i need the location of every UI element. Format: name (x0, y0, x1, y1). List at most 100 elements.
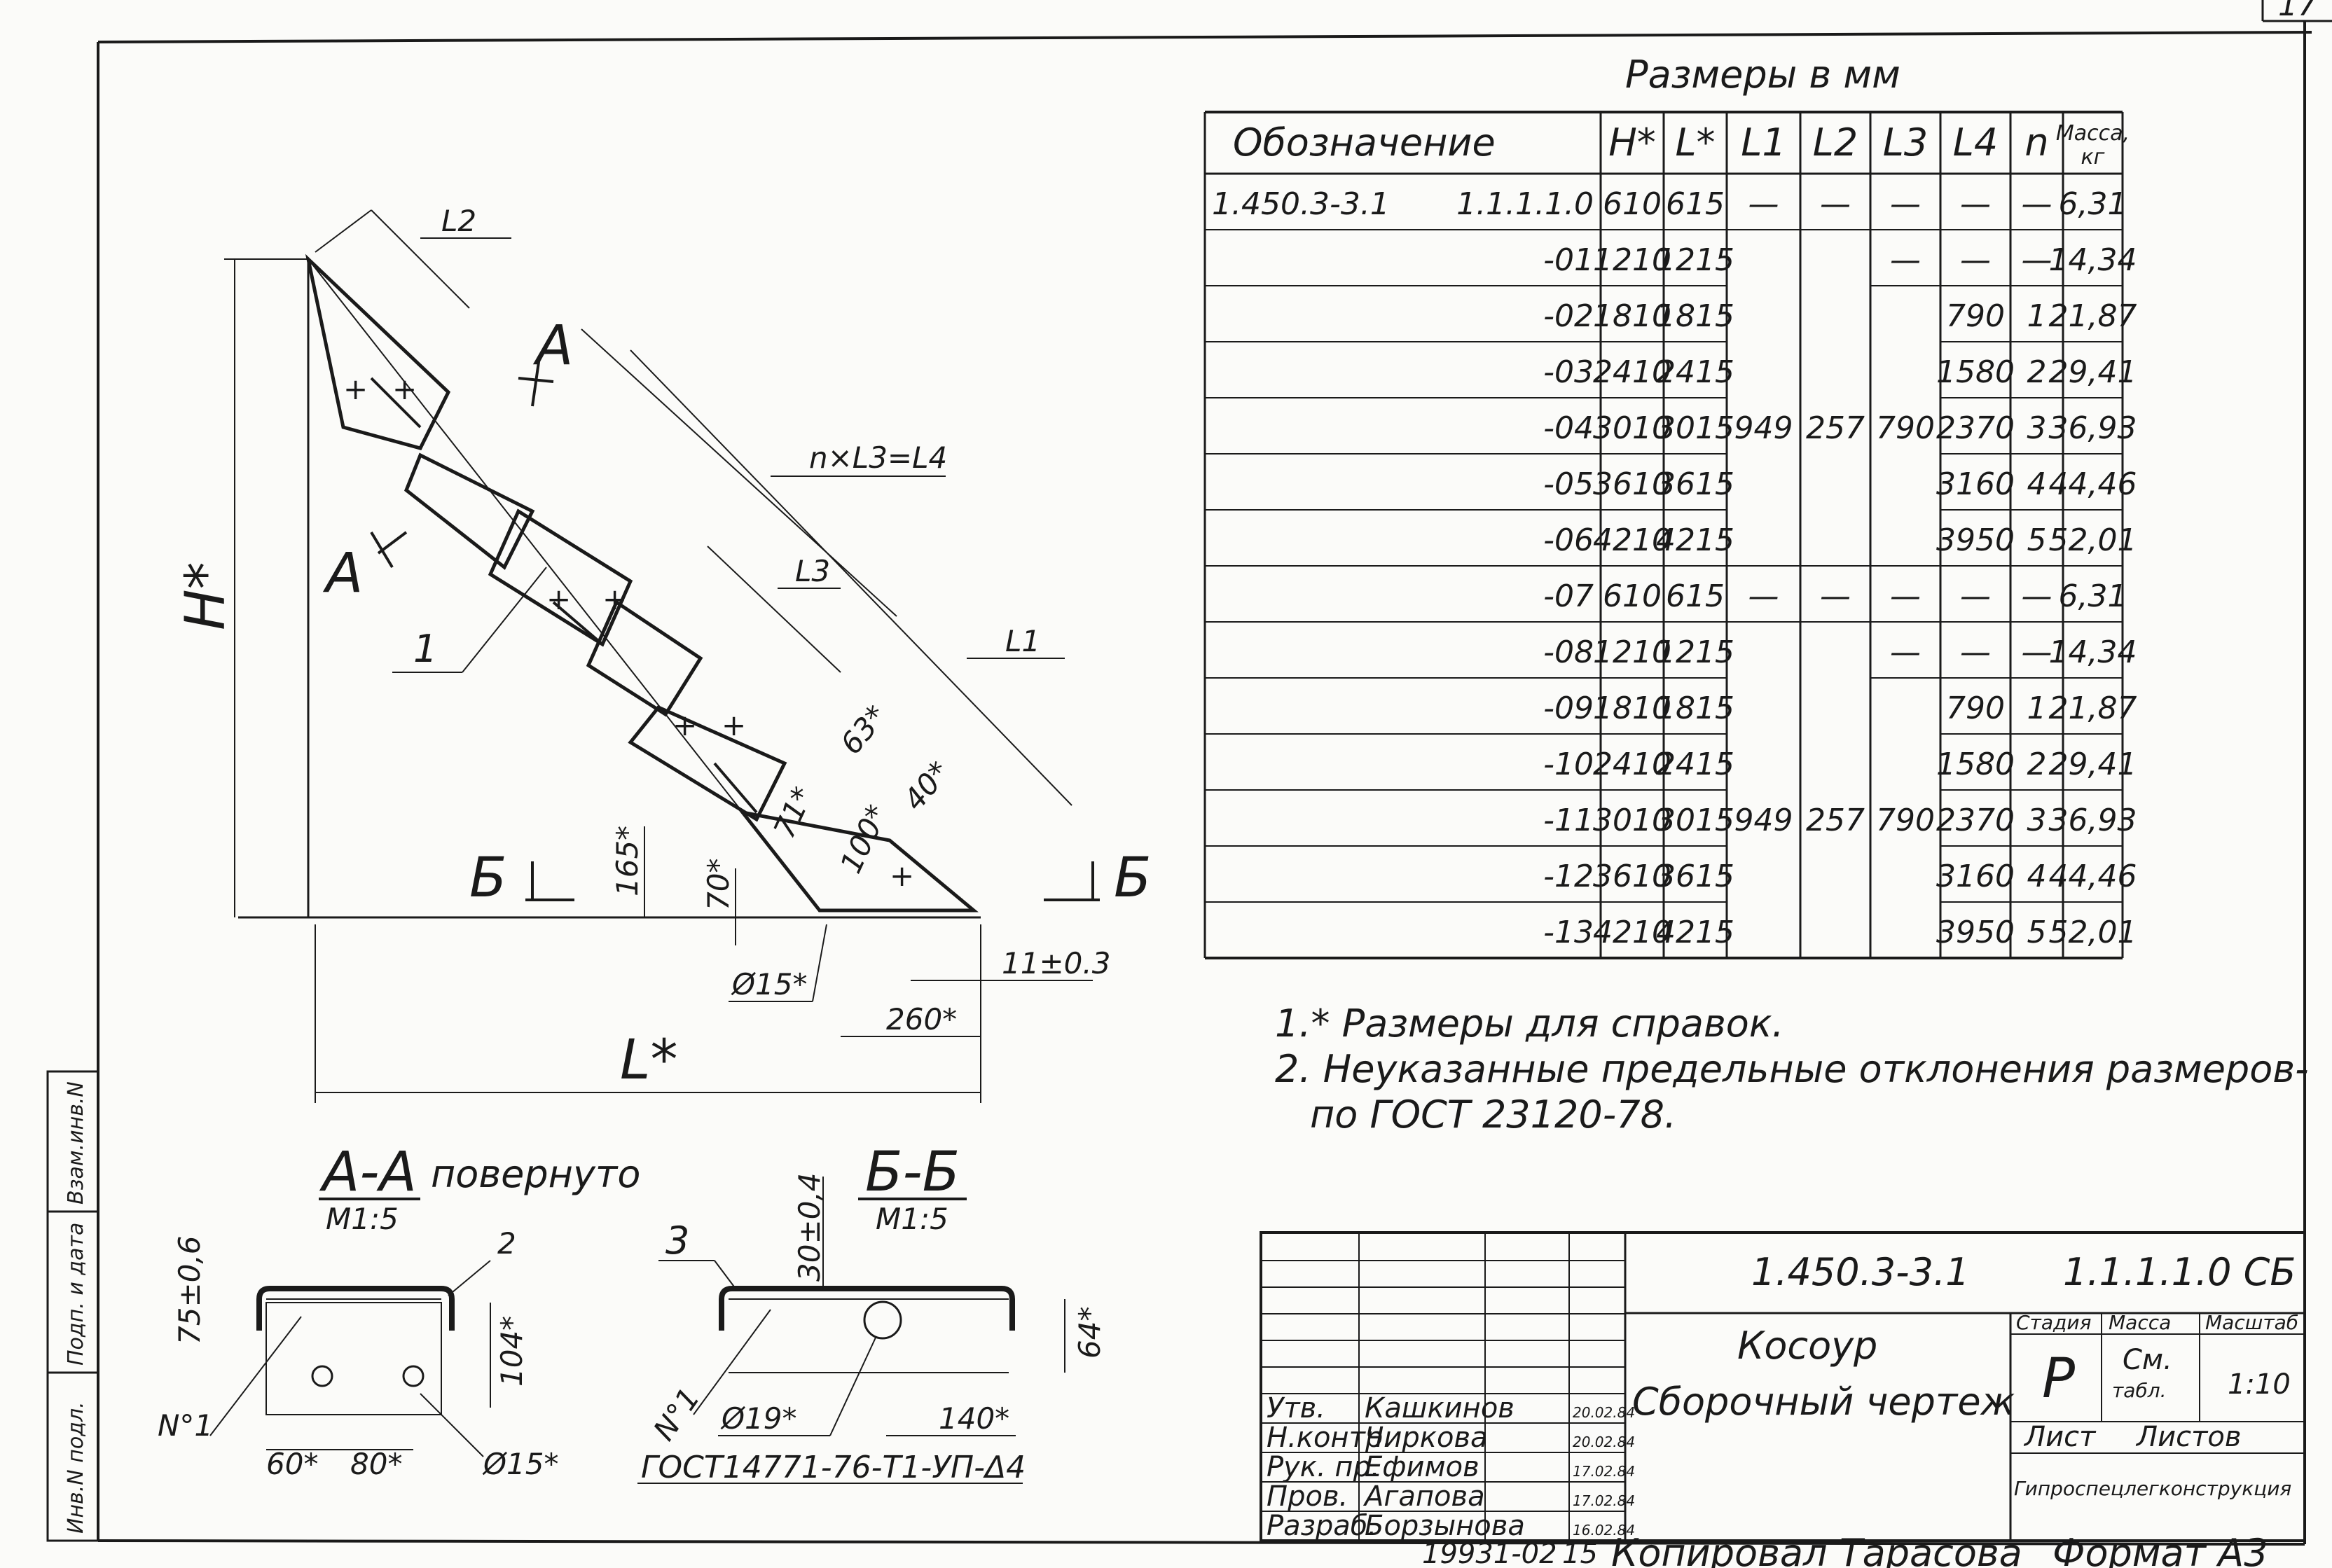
tb-role: Утв. (1267, 1392, 1325, 1424)
table-cell-mass: 29,41 (2049, 747, 2137, 782)
table-cell-mass: 21,87 (2049, 298, 2137, 334)
section-aa-80: 80* (350, 1447, 402, 1481)
table-cell-L1: 949 (1734, 803, 1793, 838)
tb-designation: 1.450.3-3.1 (1751, 1250, 1969, 1294)
table-cell-H: 1810 (1593, 298, 1671, 334)
section-bb-gost: ГОСТ14771-76-Т1-УП-Δ4 (641, 1450, 1026, 1485)
table-cell-n: 1 (2027, 691, 2047, 726)
table-cell-L4: — (1960, 242, 1991, 278)
table-cell-H: 2410 (1593, 354, 1671, 390)
table-cell-mass: 14,34 (2049, 634, 2137, 670)
tb-date: 20.02.84 (1573, 1404, 1635, 1421)
table-cell-suffix: -10 (1543, 747, 1594, 782)
section-aa: А-А М1:5 повернуто 2 75±0,6 104* N°1 60*… (158, 1141, 640, 1481)
tb-name: Кашкинов (1365, 1392, 1515, 1424)
sheet-number: 17 (2278, 0, 2317, 23)
section-B-mark-left: Б (469, 847, 507, 910)
table-cell-L: 615 (1666, 578, 1725, 614)
tb-mass-2: табл. (2112, 1379, 2167, 1402)
table-cell-L3: — (1890, 578, 1921, 614)
table-cell-L4: 790 (1946, 691, 2005, 726)
table-cell-mass: 44,46 (2049, 466, 2137, 502)
section-A-mark-bottom: А (322, 542, 363, 605)
stringer-treads (305, 254, 979, 913)
table-header-col: L2 (1813, 120, 1858, 165)
table-grid (1203, 111, 2124, 959)
dim-165: 165* (610, 826, 644, 896)
table-cell-suffix: 1.1.1.1.0 (1456, 186, 1594, 222)
section-bb-64: 64* (1072, 1307, 1107, 1359)
dim-63: 63* (834, 699, 893, 761)
table-cell-L4: 3950 (1936, 522, 2015, 558)
table-cell-suffix: -01 (1543, 242, 1594, 278)
side-stamp: Инв.N подл. Подп. и дата Взам.инв.N (46, 1070, 99, 1542)
table-cell-H: 3610 (1593, 466, 1671, 502)
dim-L: L* (620, 1029, 677, 1092)
table-cell-suffix: -11 (1543, 803, 1594, 838)
tb-name-1: Косоур (1737, 1324, 1877, 1368)
section-bb-scale: М1:5 (876, 1202, 948, 1236)
tb-sheets: Листов (2135, 1421, 2241, 1453)
table-header-col: L1 (1741, 120, 1786, 165)
bolt-mark: + (672, 708, 697, 742)
tb-date: 17.02.84 (1573, 1492, 1635, 1509)
table-cell-L: 1215 (1656, 242, 1734, 278)
table-cell-L3: — (1890, 186, 1921, 222)
table-cell-H: 4210 (1593, 522, 1671, 558)
table-header-col: L4 (1953, 120, 1998, 165)
table-cell-suffix: -03 (1543, 354, 1594, 390)
section-bb-d19: Ø19* (720, 1401, 797, 1436)
table-cell-L: 3615 (1656, 466, 1734, 502)
stringer-view: + + + + + + + H* L* L2 n×L3=L4 L3 (174, 204, 1152, 1103)
dim-d15: Ø15* (731, 967, 808, 1001)
section-bb-30: 30±0,4 (792, 1173, 827, 1282)
dim-L3: L3 (795, 554, 830, 588)
table-cell-n: — (2022, 186, 2052, 222)
tb-role: Н.контр. (1267, 1422, 1392, 1454)
tb-stage: Р (2042, 1347, 2075, 1410)
table-header-designation: Обозначение (1233, 120, 1496, 165)
table-cell-L4: — (1960, 186, 1991, 222)
section-aa-note: повернуто (431, 1152, 640, 1196)
tb-name: Агапова (1362, 1480, 1485, 1513)
table-cell-H: 3010 (1593, 410, 1671, 446)
footer-number: 19931-02 (1422, 1538, 1557, 1568)
dim-260: 260* (886, 1002, 957, 1036)
tb-date: 20.02.84 (1573, 1434, 1635, 1450)
table-cell-L: 3615 (1656, 859, 1734, 894)
tb-name: Ефимов (1365, 1451, 1479, 1483)
table-cell-L: 2415 (1656, 354, 1734, 390)
table-header-col: H* (1608, 120, 1656, 165)
note-2-cont: по ГОСТ 23120-78. (1310, 1092, 1676, 1137)
table-cell-H: 610 (1603, 186, 1662, 222)
dim-L2: L2 (441, 204, 476, 238)
tb-date: 16.02.84 (1573, 1522, 1635, 1539)
tb-code: 1.1.1.1.0 СБ (2063, 1250, 2296, 1294)
bolt-marks: + + + + + + + (343, 372, 914, 893)
table-cell-n: 1 (2027, 298, 2047, 334)
table-cell-L: 1215 (1656, 634, 1734, 670)
table-cell-mass: 14,34 (2049, 242, 2137, 278)
tb-scale-header: Масштаб (2205, 1311, 2298, 1334)
table-cell-L1: — (1748, 578, 1779, 614)
table-cell-mass: 36,93 (2049, 410, 2137, 446)
section-bb: Б-Б М1:5 3 30±0,4 64* N°1 Ø19* 140* ГОСТ… (637, 1141, 1107, 1485)
table-cell-H: 3010 (1593, 803, 1671, 838)
section-aa-title: А-А (319, 1141, 417, 1204)
table-cell-L4: — (1960, 578, 1991, 614)
table-cell-n: 3 (2027, 410, 2047, 446)
table-cell-L2: 257 (1806, 803, 1865, 838)
section-bb-title: Б-Б (865, 1141, 960, 1204)
table-cell-H: 1810 (1593, 691, 1671, 726)
table-cell-L: 2415 (1656, 747, 1734, 782)
sheet-frame: 17 (97, 0, 2332, 1546)
table-cell-L: 4215 (1656, 522, 1734, 558)
table-cell-mass: 52,01 (2049, 915, 2137, 950)
bolt-mark: + (722, 708, 746, 742)
bolt-mark: + (392, 372, 417, 406)
position-1: 1 (413, 627, 437, 671)
table-cell-L1: — (1748, 186, 1779, 222)
